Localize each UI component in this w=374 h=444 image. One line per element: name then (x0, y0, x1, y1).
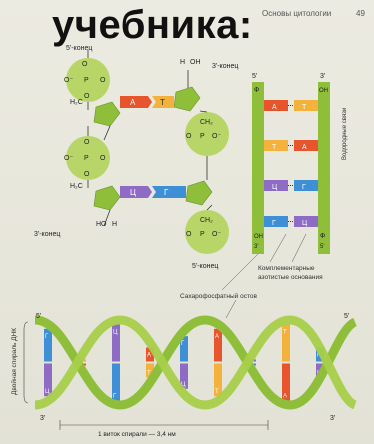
ladder-phi-label: Ф (254, 87, 259, 94)
svg-text:H₂C: H₂C (70, 183, 83, 190)
base-adenine (120, 96, 152, 108)
ladder-rung-right-label-1: А (302, 144, 307, 151)
svg-text:O: O (84, 93, 90, 100)
ladder-bottom-right-5: 5' (320, 244, 324, 250)
base-guanine (152, 186, 186, 198)
ladder-rung-right-label-0: Т (302, 104, 307, 111)
right-top-end-label: 3'-конец (212, 63, 238, 70)
complementary-label-1: Комплементарные (258, 265, 315, 272)
chemical-structure: O O⁻ P O O O⁻ P O O O H₂C H₂C HO H CH₂ C… (34, 45, 238, 270)
svg-text:P: P (84, 155, 89, 162)
helix-base-lower-label-0: Ц (45, 389, 50, 395)
svg-text:CH₂: CH₂ (200, 119, 213, 126)
helix-base-upper-label-2: Ц (113, 329, 118, 335)
ladder-rung-left-label-2: Ц (272, 184, 278, 191)
helix-top-left: 5' (36, 313, 41, 320)
complementary-label-2: азотистые основания (258, 274, 323, 281)
ladder-top-right: 3' (320, 73, 325, 80)
svg-text:O⁻: O⁻ (64, 77, 73, 84)
svg-text:O: O (84, 139, 90, 146)
svg-text:O: O (100, 77, 106, 84)
helix-bottom-right: 3' (330, 415, 335, 422)
right-bottom-end-label: 5'-конец (192, 263, 218, 270)
sugar-ring-3 (174, 87, 200, 111)
ladder-left-rail (252, 82, 264, 254)
ladder-rung-right-label-3: Ц (302, 220, 308, 227)
svg-text:O⁻: O⁻ (64, 155, 73, 162)
helix-top-right: 5' (344, 313, 349, 320)
overlay-title: учебника: (52, 2, 253, 48)
helix-side-label: Двойная спираль ДНК (10, 328, 18, 395)
svg-text:H: H (180, 59, 185, 66)
left-bottom-end-label: 3'-конец (34, 231, 60, 238)
ladder-right-rail (318, 82, 330, 254)
svg-text:А: А (130, 98, 136, 107)
svg-text:O⁻: O⁻ (212, 231, 221, 238)
ladder-bottom-right-phi: Ф (320, 233, 325, 240)
svg-text:O: O (100, 155, 106, 162)
helix-bottom-left: 3' (40, 415, 45, 422)
ladder-rung-left-label-3: Г (272, 220, 276, 227)
helix-base-upper-label-5: А (215, 334, 219, 340)
helix-base-upper-label-7: Т (283, 329, 287, 335)
svg-text:P: P (84, 77, 89, 84)
base-pair-a-t: А Т (120, 96, 174, 108)
hydrogen-bonds-label: Водородные связи (342, 108, 348, 160)
sugar-ring-2 (94, 186, 120, 210)
sugar-ring-4 (186, 181, 212, 205)
ladder-rung-right-label-2: Г (302, 184, 306, 191)
svg-text:O: O (82, 61, 88, 68)
helix-base-lower-label-5: Т (215, 389, 219, 395)
svg-text:CH₂: CH₂ (200, 217, 213, 224)
svg-text:Г: Г (164, 188, 169, 197)
ladder-rung-left-3 (264, 216, 288, 227)
turn-label: 1 виток спирали — 3,4 нм (98, 431, 176, 438)
svg-text:H₂C: H₂C (70, 99, 83, 106)
base-pair-c-g: Ц Г (120, 186, 186, 198)
svg-text:O: O (186, 133, 192, 140)
ladder-rung-left-label-1: Т (272, 144, 277, 151)
ladder-rungs: А Т Т А Ц Г Г Ц (264, 100, 318, 227)
svg-text:OH: OH (190, 59, 201, 66)
svg-text:H: H (112, 221, 117, 228)
ladder-top-left: 5' (252, 73, 257, 80)
ladder-oh-label: OH (319, 88, 328, 94)
base-cytosine (120, 186, 152, 198)
svg-text:HO: HO (96, 221, 107, 228)
svg-text:O⁻: O⁻ (212, 133, 221, 140)
ladder-bottom-left-oh: OH (254, 234, 263, 240)
helix-base-lower-label-7: А (283, 394, 287, 400)
sugar-ring-1 (94, 102, 120, 126)
ladder-rung-left-label-0: А (272, 104, 277, 111)
svg-text:O: O (84, 171, 90, 178)
backbone-label: Сахарофосфатный остов (180, 292, 257, 300)
svg-text:Ц: Ц (130, 188, 136, 197)
svg-text:O: O (186, 231, 192, 238)
helix-base-upper-label-3: А (147, 353, 151, 359)
svg-text:P: P (200, 231, 205, 238)
svg-text:P: P (200, 133, 205, 140)
svg-text:Т: Т (160, 98, 165, 107)
ladder-bottom-left-3: 3' (254, 244, 258, 250)
ladder-rung-right-2 (294, 180, 318, 191)
